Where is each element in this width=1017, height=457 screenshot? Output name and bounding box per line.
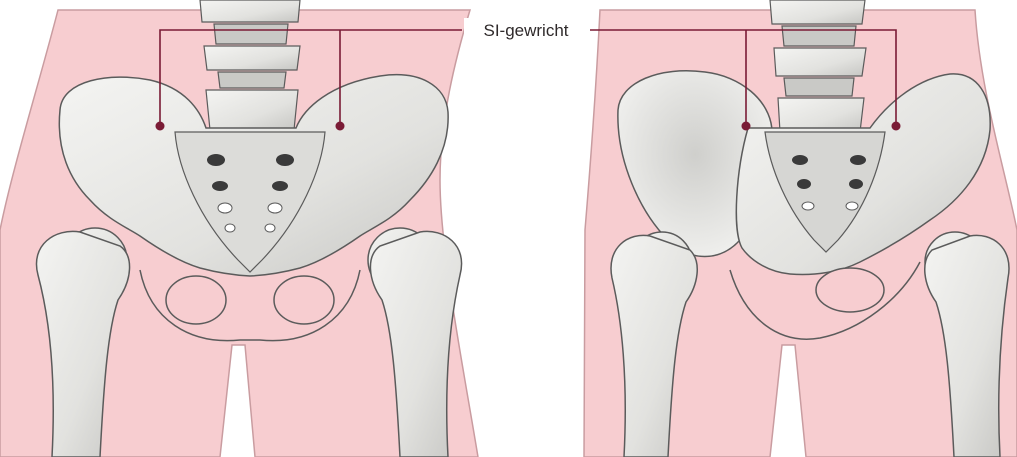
si-joint-marker-oblique-right: [892, 122, 901, 131]
lumbar-spine: [200, 0, 300, 130]
obturator-left: [166, 276, 226, 324]
si-joint-label: SI-gewricht: [483, 21, 568, 40]
obturator-oblique: [816, 268, 884, 312]
lumbar-spine-oblique: [770, 0, 866, 132]
si-joint-marker-front-right: [336, 122, 345, 131]
front-view-pelvis: [0, 0, 478, 457]
si-joint-marker-front-left: [156, 122, 165, 131]
oblique-view-pelvis: [584, 0, 1017, 457]
obturator-right: [274, 276, 334, 324]
si-joint-marker-oblique-left: [742, 122, 751, 131]
